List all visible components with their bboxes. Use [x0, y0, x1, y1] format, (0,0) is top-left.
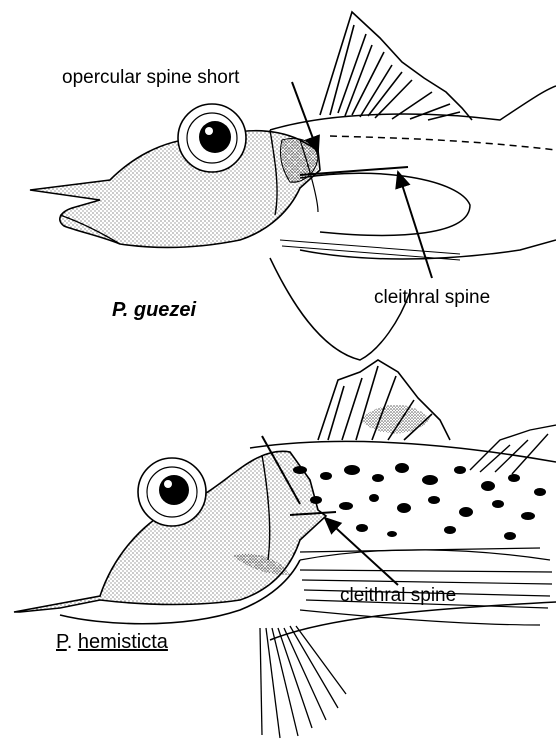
fish-hemisticta: [14, 360, 556, 738]
label-cleithral-spine-bottom: cleithral spine: [340, 586, 456, 605]
eye-hemisticta: [138, 458, 206, 526]
dorsal-fin-guezei: [320, 12, 472, 120]
body-spots: [293, 463, 546, 540]
eye-guezei: [178, 104, 246, 172]
label-cleithral-spine-top: cleithral spine: [374, 288, 490, 307]
pelvic-fin-hemisticta: [260, 626, 346, 738]
genus-initial: P: [56, 631, 67, 653]
species-name-guezei: P. guezei: [112, 300, 196, 320]
species-epithet: hemisticta: [78, 631, 168, 653]
genus-dot: .: [67, 631, 73, 653]
label-opercular-spine-short: opercular spine short: [62, 68, 239, 87]
cleithral-arrow-top: [398, 172, 432, 278]
second-dorsal-fin-hemisticta: [470, 425, 556, 474]
species-name-hemisticta: P. hemisticta: [56, 632, 168, 652]
